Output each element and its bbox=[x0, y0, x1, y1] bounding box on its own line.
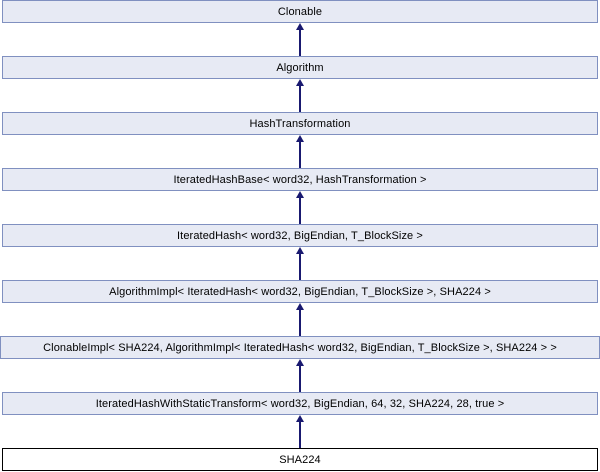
diagram-row: ClonableImpl< SHA224, AlgorithmImpl< Ite… bbox=[0, 336, 600, 359]
inheritance-arrow bbox=[0, 359, 600, 392]
class-node-label: Clonable bbox=[277, 5, 323, 18]
arrow-up-icon bbox=[296, 247, 304, 254]
inheritance-arrow bbox=[0, 415, 600, 448]
arrow-up-icon bbox=[296, 191, 304, 198]
diagram-row: SHA224 bbox=[0, 448, 600, 471]
class-node-label: Algorithm bbox=[276, 61, 324, 74]
arrow-up-icon bbox=[296, 23, 304, 30]
inheritance-arrow bbox=[0, 23, 600, 56]
arrow-line bbox=[299, 252, 301, 280]
arrow-up-icon bbox=[296, 135, 304, 142]
arrow-up-icon bbox=[296, 79, 304, 86]
class-node[interactable]: HashTransformation bbox=[2, 112, 598, 135]
inheritance-arrow bbox=[0, 247, 600, 280]
arrow-line bbox=[299, 364, 301, 392]
class-node[interactable]: IteratedHashWithStaticTransform< word32,… bbox=[2, 392, 598, 415]
arrow-line bbox=[299, 28, 301, 56]
diagram-row: Algorithm bbox=[0, 56, 600, 79]
class-node-label: AlgorithmImpl< IteratedHash< word32, Big… bbox=[109, 285, 491, 298]
inheritance-arrow bbox=[0, 303, 600, 336]
arrow-up-icon bbox=[296, 303, 304, 310]
diagram-row: IteratedHashWithStaticTransform< word32,… bbox=[0, 392, 600, 415]
class-node-label: IteratedHashBase< word32, HashTransforma… bbox=[173, 173, 427, 186]
diagram-row: IteratedHashBase< word32, HashTransforma… bbox=[0, 168, 600, 191]
diagram-row: IteratedHash< word32, BigEndian, T_Block… bbox=[0, 224, 600, 247]
inheritance-arrow bbox=[0, 79, 600, 112]
arrow-up-icon bbox=[296, 415, 304, 422]
arrow-line bbox=[299, 196, 301, 224]
class-node[interactable]: IteratedHashBase< word32, HashTransforma… bbox=[2, 168, 598, 191]
class-node-label: HashTransformation bbox=[249, 117, 351, 130]
arrow-up-icon bbox=[296, 359, 304, 366]
arrow-line bbox=[299, 308, 301, 336]
class-node[interactable]: Algorithm bbox=[2, 56, 598, 79]
inheritance-arrow bbox=[0, 191, 600, 224]
class-node[interactable]: ClonableImpl< SHA224, AlgorithmImpl< Ite… bbox=[0, 336, 600, 359]
class-node-label: SHA224 bbox=[279, 453, 321, 466]
arrow-line bbox=[299, 84, 301, 112]
diagram-row: AlgorithmImpl< IteratedHash< word32, Big… bbox=[0, 280, 600, 303]
arrow-line bbox=[299, 420, 301, 448]
class-node[interactable]: SHA224 bbox=[2, 448, 598, 471]
class-node[interactable]: AlgorithmImpl< IteratedHash< word32, Big… bbox=[2, 280, 598, 303]
inheritance-arrow bbox=[0, 135, 600, 168]
class-node-label: IteratedHash< word32, BigEndian, T_Block… bbox=[177, 229, 423, 242]
class-node[interactable]: IteratedHash< word32, BigEndian, T_Block… bbox=[2, 224, 598, 247]
class-node-label: ClonableImpl< SHA224, AlgorithmImpl< Ite… bbox=[43, 341, 557, 354]
diagram-row: HashTransformation bbox=[0, 112, 600, 135]
diagram-row: Clonable bbox=[0, 0, 600, 23]
class-node-label: IteratedHashWithStaticTransform< word32,… bbox=[95, 397, 505, 410]
class-node[interactable]: Clonable bbox=[2, 0, 598, 23]
arrow-line bbox=[299, 140, 301, 168]
